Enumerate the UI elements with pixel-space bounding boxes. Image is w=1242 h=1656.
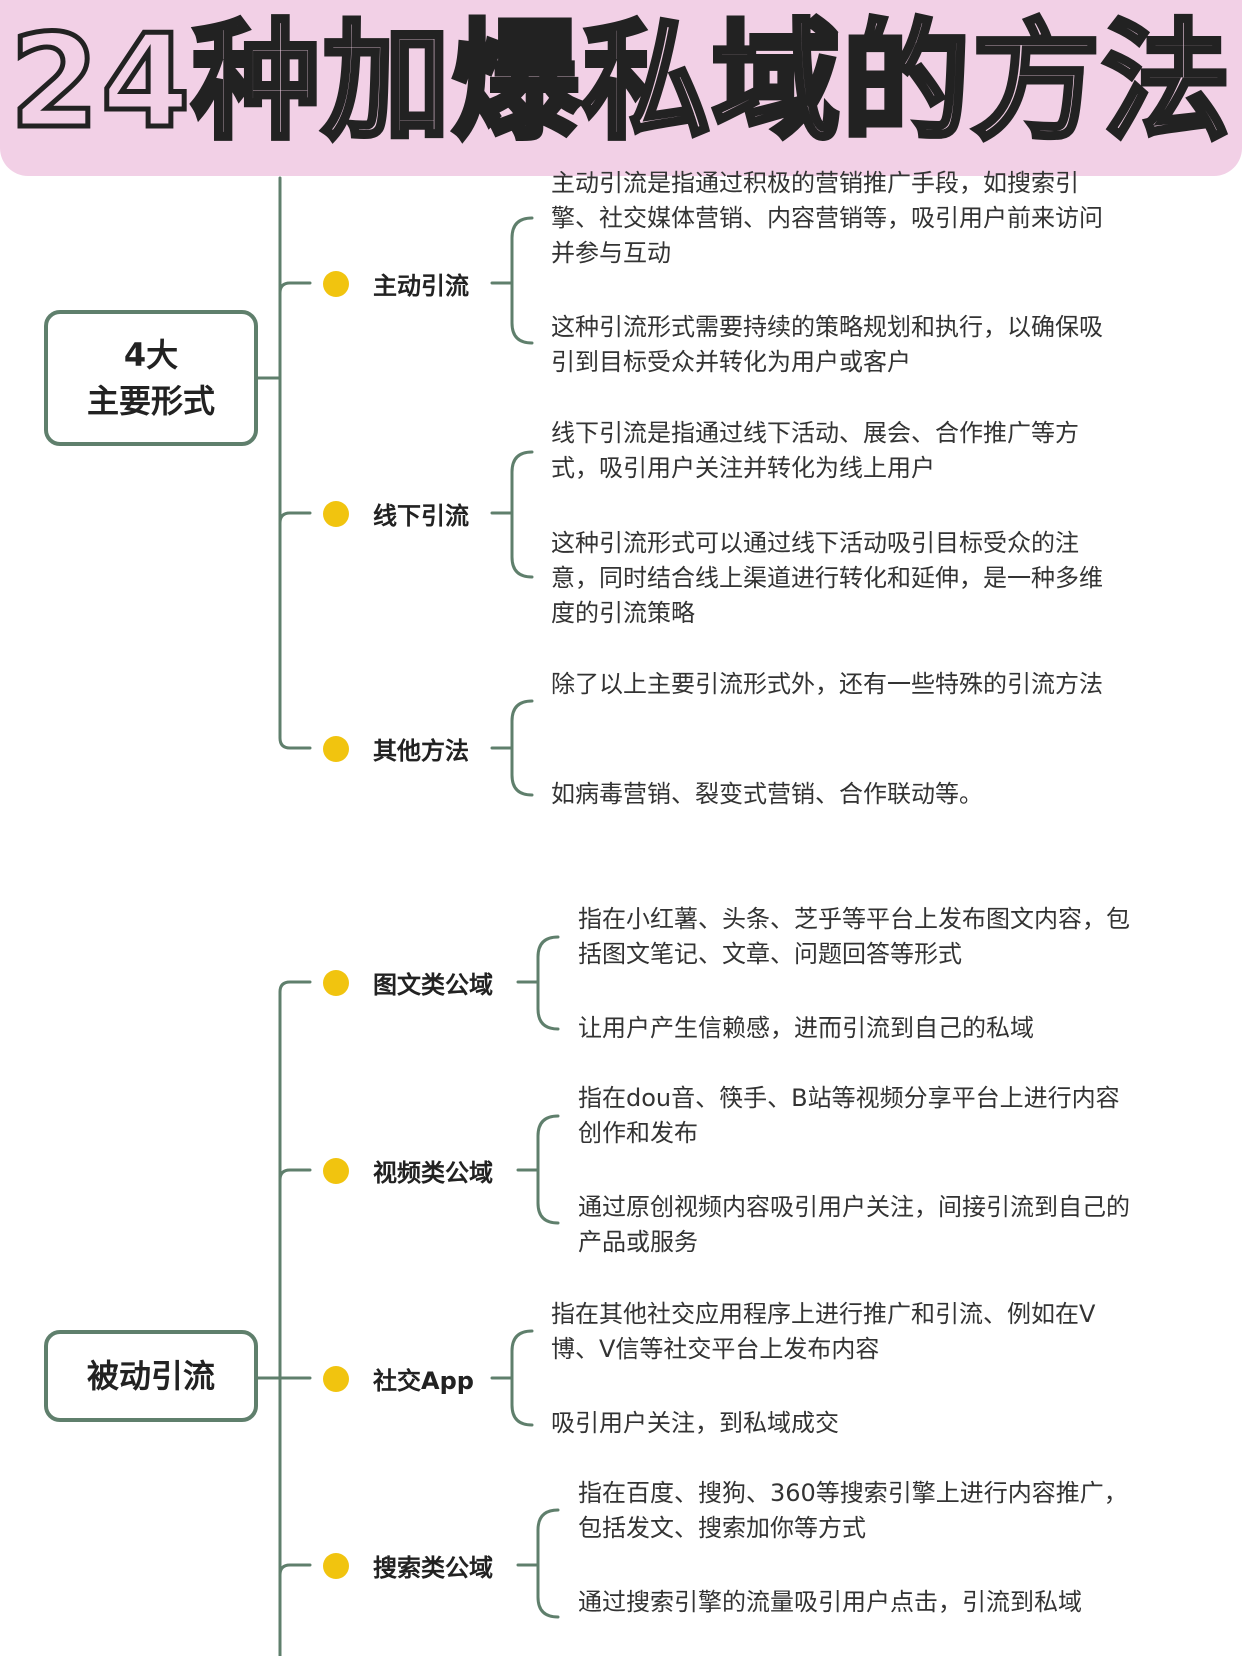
leaf-text: 这种引流形式可以通过线下活动吸引目标受众的注意，同时结合线上渠道进行转化和延伸，… [551, 529, 1103, 627]
branch-label: 主动引流 [373, 272, 469, 300]
branch-link [278, 281, 312, 295]
leaf-text: 除了以上主要引流形式外，还有一些特殊的引流方法 [551, 670, 1103, 698]
title-banner: 24种加爆私域的方法 [0, 0, 1242, 176]
branch-label: 视频类公域 [373, 1159, 493, 1187]
leaf-text: 让用户产生信赖感，进而引流到自己的私域 [578, 1014, 1034, 1042]
spine-1 [278, 176, 312, 750]
bullet-dot-icon [323, 270, 349, 297]
branch-node-social-app: 社交App [323, 1361, 474, 1396]
leaf-text: 通过原创视频内容吸引用户关注，间接引流到自己的产品或服务 [578, 1193, 1130, 1256]
bullet-dot-icon [323, 1365, 349, 1392]
branch-label: 搜索类公域 [373, 1554, 493, 1582]
bullet-dot-icon [323, 1552, 349, 1579]
leaf-text: 这种引流形式需要持续的策略规划和执行，以确保吸引到目标受众并转化为用户或客户 [551, 313, 1103, 376]
root-line: 主要形式 [86, 382, 215, 420]
leaf-text: 如病毒营销、裂变式营销、合作联动等。 [551, 780, 983, 808]
leaf-text: 吸引用户关注，到私域成交 [551, 1409, 839, 1437]
leaf-text: 线下引流是指通过线下活动、展会、合作推广等方式，吸引用户关注并转化为线上用户 [551, 419, 1079, 482]
bullet-dot-icon [323, 500, 349, 527]
branch-link [278, 511, 312, 525]
spine-2 [278, 980, 312, 1656]
leaf-text: 指在dou音、筷手、B站等视频分享平台上进行内容创作和发布 [578, 1084, 1120, 1147]
leaf-text: 指在其他社交应用程序上进行推广和引流、例如在V博、V信等社交平台上发布内容 [551, 1300, 1096, 1363]
bullet-dot-icon [323, 1157, 349, 1184]
branch-label: 社交App [373, 1367, 474, 1395]
branch-node-video-public: 视频类公域 [323, 1153, 493, 1188]
leaf-text: 通过搜索引擎的流量吸引用户点击，引流到私域 [578, 1588, 1082, 1616]
bullet-dot-icon [323, 735, 349, 762]
leaf-text: 指在百度、搜狗、360等搜索引擎上进行内容推广，包括发文、搜索加你等方式 [578, 1479, 1128, 1542]
bullet-dot-icon [323, 969, 349, 996]
branch-node-active-traffic: 主动引流 [323, 266, 469, 301]
page-title: 24种加爆私域的方法 [7, 6, 1233, 160]
branch-node-image-text-public: 图文类公域 [323, 965, 493, 1000]
branch-label: 线下引流 [373, 502, 469, 530]
root-line: 4大 [123, 336, 179, 374]
branch-node-other-methods: 其他方法 [323, 731, 469, 766]
branch-node-search-public: 搜索类公域 [323, 1548, 493, 1583]
branch-node-offline-traffic: 线下引流 [323, 496, 469, 531]
root-node-passive-traffic: 被动引流 [44, 1330, 258, 1422]
leaf-text: 指在小红薯、头条、芝乎等平台上发布图文内容，包括图文笔记、文章、问题回答等形式 [578, 905, 1130, 968]
root-node-main-forms: 4大 主要形式 [44, 310, 258, 446]
leaf-text: 主动引流是指通过积极的营销推广手段，如搜索引擎、社交媒体营销、内容营销等，吸引用… [551, 169, 1103, 267]
branch-label: 图文类公域 [373, 971, 493, 999]
root-line: 被动引流 [86, 1357, 215, 1395]
branch-label: 其他方法 [373, 737, 469, 765]
